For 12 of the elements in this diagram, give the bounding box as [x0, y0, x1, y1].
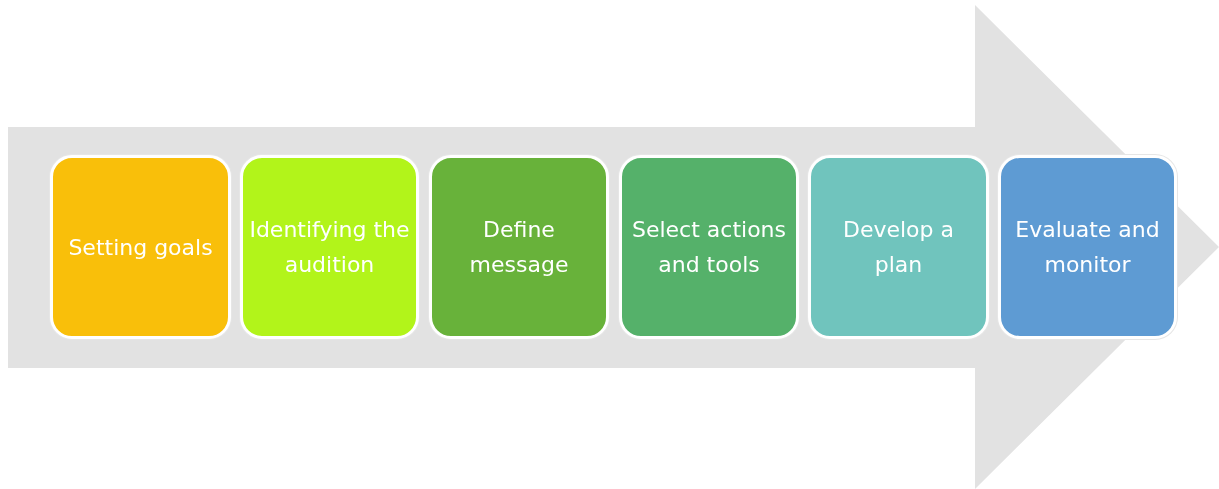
step-label: Define message: [468, 216, 570, 279]
step-box: [619, 155, 799, 339]
step-label: Identifying the audition: [248, 216, 411, 279]
step-box: [240, 155, 419, 339]
step-label: Select actions and tools: [630, 216, 787, 279]
step-label: Develop a plan: [841, 216, 955, 279]
step-box: [808, 155, 989, 339]
step-box: [998, 155, 1177, 339]
step-label: Setting goals: [67, 233, 214, 262]
step-label: Evaluate and monitor: [1014, 216, 1161, 279]
step-box: [50, 155, 231, 339]
step-box: [429, 155, 609, 339]
